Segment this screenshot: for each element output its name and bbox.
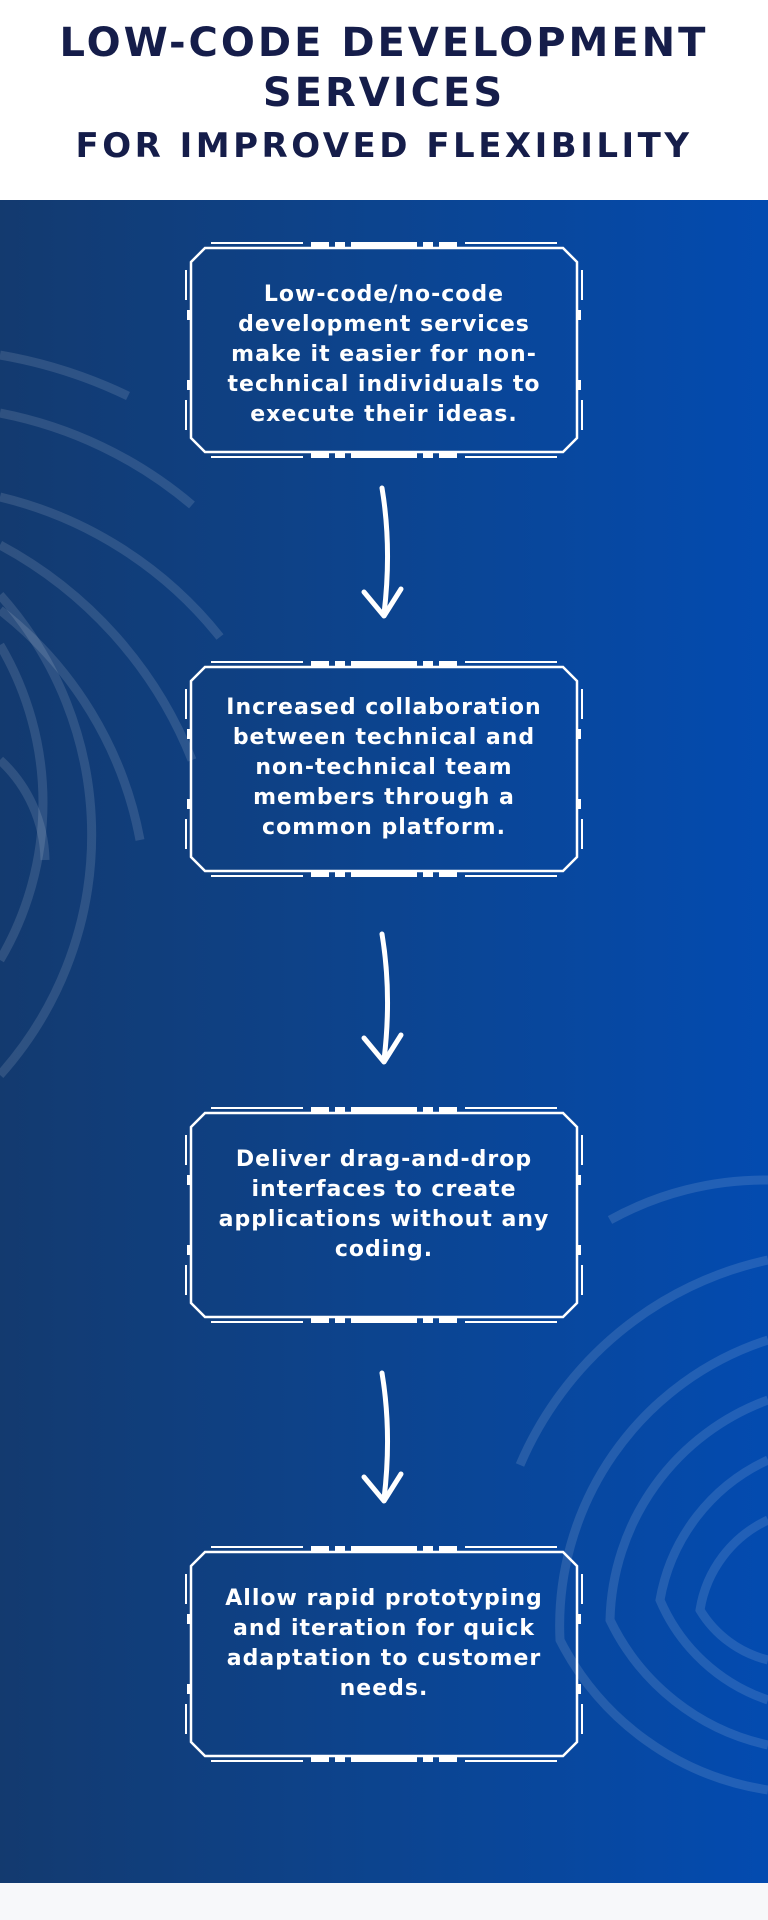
content-panel: Low-code/no-code development services ma… [0, 200, 768, 1883]
tech-frame-icon [185, 242, 583, 458]
arrow-down-icon [361, 485, 404, 619]
tech-frame-icon [185, 1546, 583, 1762]
footer-strip [0, 1883, 768, 1920]
step-card-1: Low-code/no-code development services ma… [183, 240, 585, 460]
arrow-down-icon [361, 1370, 404, 1504]
step-card-4: Allow rapid prototyping and iteration fo… [183, 1544, 585, 1764]
step-text-3: Deliver drag-and-drop interfaces to crea… [218, 1147, 550, 1262]
header: LOW-CODE DEVELOPMENT SERVICES FOR IMPROV… [0, 0, 768, 200]
tech-frame-icon [185, 661, 583, 877]
arrow-down-icon [361, 931, 404, 1065]
background-arcs-decoration [0, 350, 768, 1795]
step-text-4: Allow rapid prototyping and iteration fo… [225, 1586, 543, 1701]
tech-frame-icon [185, 1107, 583, 1323]
step-text-2: Increased collaboration between technica… [226, 695, 542, 840]
step-card-2: Increased collaboration between technica… [183, 659, 585, 879]
page-title-line-1: LOW-CODE DEVELOPMENT [59, 20, 709, 66]
step-card-3: Deliver drag-and-drop interfaces to crea… [183, 1105, 585, 1325]
page-title-line-2: SERVICES [262, 70, 506, 116]
page-subtitle: FOR IMPROVED FLEXIBILITY [75, 126, 693, 166]
step-text-1: Low-code/no-code development services ma… [227, 282, 541, 427]
